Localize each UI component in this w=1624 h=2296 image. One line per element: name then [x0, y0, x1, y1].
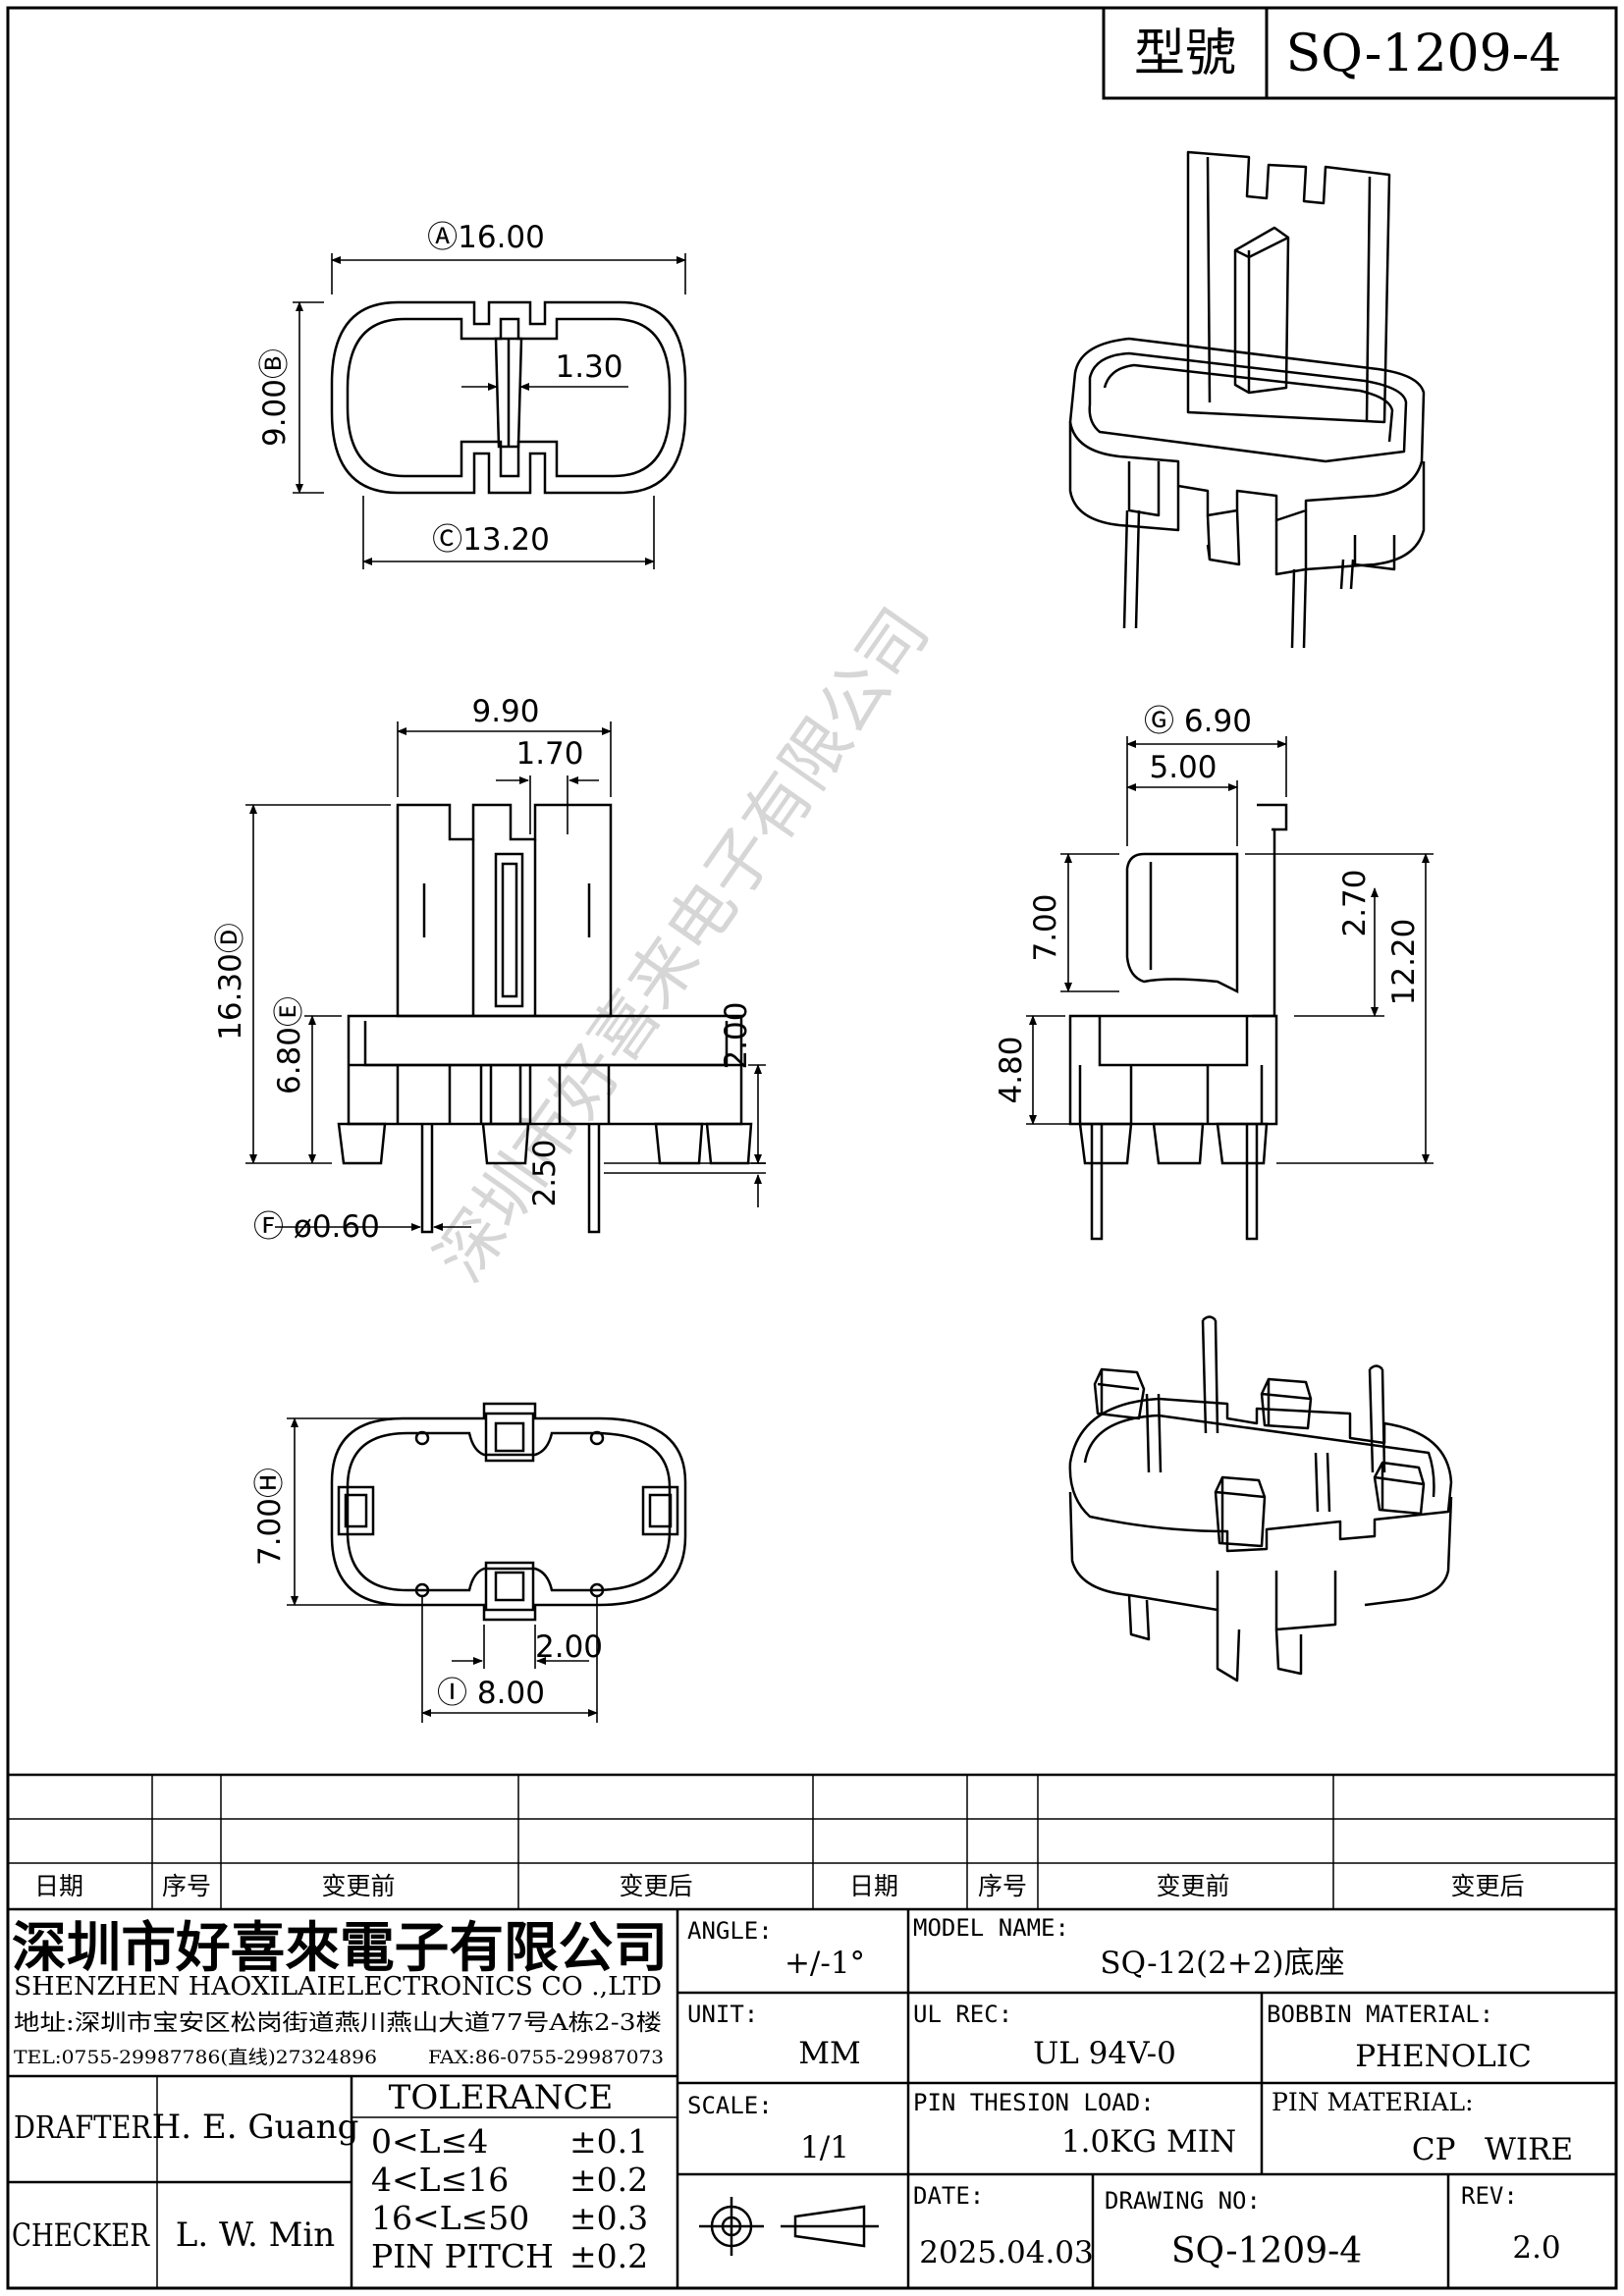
- rev-value: 2.0: [1512, 2230, 1560, 2266]
- tolerance-value: ±0.2: [569, 2237, 648, 2275]
- ul-label: UL REC:: [913, 2001, 1012, 2028]
- dim-1220: 12.20: [1386, 919, 1422, 1006]
- tolerance-value: ±0.2: [569, 2161, 648, 2199]
- title-block-grid: [8, 1909, 1616, 2288]
- tolerance-range: 0<L≤4: [371, 2122, 488, 2161]
- model-name-label: MODEL NAME:: [913, 1914, 1069, 1942]
- rev-header-seq-1: 序号: [162, 1872, 211, 1900]
- side-view-dims: [1026, 736, 1434, 1164]
- top-view-dims: [293, 253, 686, 569]
- pin-material-label: PIN MATERIAL:: [1272, 2088, 1474, 2116]
- dim-c: Ⓒ13.20: [432, 522, 550, 558]
- rev-header-after-2: 变更后: [1450, 1872, 1524, 1900]
- dim-i: Ⓘ 8.00: [437, 1676, 545, 1711]
- checker-label: CHECKER: [12, 2216, 150, 2254]
- company-fax: FAX:86-0755-29987073: [428, 2047, 664, 2068]
- iso-view-upper: [1068, 150, 1426, 649]
- dim-270: 2.70: [1337, 869, 1373, 936]
- dim-170: 1.70: [515, 736, 583, 772]
- rev-header-before-1: 变更前: [321, 1872, 395, 1900]
- tolerance-rows: 0<L≤4 ±0.1 4<L≤16 ±0.2 16<L≤50 ±0.3 PIN …: [371, 2122, 648, 2275]
- dim-500: 5.00: [1149, 750, 1217, 785]
- company-name-cn: 深圳市好喜來電子有限公司: [12, 1915, 668, 1979]
- rev-label: REV:: [1461, 2182, 1518, 2210]
- company-address: 地址:深圳市宝安区松岗街道燕川燕山大道77号A栋2-3楼: [14, 2010, 662, 2036]
- sheet-border: [6, 6, 1618, 2290]
- dim-pitch-200: 2.00: [535, 1629, 603, 1665]
- revision-table: [8, 1773, 1616, 1911]
- scale-value: 1/1: [800, 2130, 849, 2165]
- model-header: 型號 SQ-1209-4: [1102, 6, 1618, 100]
- dim-g: Ⓖ 6.90: [1144, 704, 1252, 739]
- bottom-view: [330, 1402, 687, 1622]
- tolerance-range: 16<L≤50: [371, 2199, 529, 2237]
- unit-value: MM: [798, 2036, 860, 2071]
- dim-h: 7.00Ⓗ: [252, 1468, 288, 1566]
- front-view-dims: [245, 721, 766, 1231]
- bobbin-material-label: BOBBIN MATERIAL:: [1267, 2001, 1493, 2028]
- dim-e: 6.80Ⓔ: [272, 996, 307, 1095]
- drawing-no-label: DRAWING NO:: [1105, 2187, 1261, 2215]
- tolerance-title: TOLERANCE: [389, 2078, 614, 2117]
- dim-slot: 1.30: [555, 349, 623, 385]
- rev-header-date-1: 日期: [34, 1872, 83, 1900]
- pin-tension-value: 1.0KG MIN: [1061, 2124, 1236, 2160]
- scale-label: SCALE:: [687, 2092, 773, 2119]
- dim-b: 9.00Ⓑ: [257, 348, 293, 447]
- pin-tension-label: PIN THESION LOAD:: [913, 2089, 1155, 2116]
- date-value: 2025.04.03: [919, 2235, 1094, 2270]
- front-view: [337, 803, 753, 1234]
- drafter-label: DRAFTER: [14, 2109, 152, 2146]
- bobbin-material-value: PHENOLIC: [1355, 2039, 1532, 2074]
- angle-value: +/-1°: [785, 1946, 865, 1981]
- dim-990: 9.90: [471, 694, 539, 729]
- rev-header-seq-2: 序号: [978, 1872, 1027, 1900]
- dim-200: 2.00: [719, 1001, 754, 1069]
- dim-f: Ⓕ ø0.60: [253, 1209, 380, 1245]
- pin-material-value: CP WIRE: [1412, 2132, 1573, 2167]
- rev-header-after-1: 变更后: [619, 1872, 692, 1900]
- side-view: [1068, 803, 1288, 1241]
- tolerance-range: PIN PITCH: [371, 2237, 554, 2275]
- dim-700-side: 7.00: [1028, 893, 1063, 961]
- date-label: DATE:: [913, 2182, 984, 2210]
- company-name-en: SHENZHEN HAOXILAIELECTRONICS CO .,LTD: [14, 1972, 662, 2002]
- model-header-value: SQ-1209-4: [1286, 25, 1562, 83]
- projection-symbol-icon: [699, 2197, 879, 2256]
- dim-a: Ⓐ16.00: [427, 220, 545, 255]
- tolerance-range: 4<L≤16: [371, 2161, 509, 2199]
- drawing-no-value: SQ-1209-4: [1171, 2231, 1362, 2271]
- bottom-view-dims: [287, 1417, 598, 1723]
- top-view: [330, 300, 687, 495]
- model-name-value: SQ-12(2+2)底座: [1100, 1946, 1344, 1981]
- company-tel: TEL:0755-29987786(直线)27324896: [14, 2047, 377, 2068]
- drafter-name: H. E. Guang: [152, 2108, 359, 2147]
- tolerance-value: ±0.1: [569, 2122, 648, 2161]
- ul-value: UL 94V-0: [1033, 2036, 1176, 2071]
- tolerance-value: ±0.3: [569, 2199, 648, 2237]
- dim-250: 2.50: [527, 1139, 563, 1206]
- dim-480: 4.80: [994, 1036, 1029, 1103]
- model-header-label: 型號: [1134, 25, 1236, 83]
- rev-header-before-2: 变更前: [1156, 1872, 1229, 1900]
- iso-view-lower: [1068, 1315, 1453, 1682]
- dim-d: 16.30Ⓓ: [213, 923, 248, 1041]
- angle-label: ANGLE:: [687, 1917, 773, 1945]
- rev-header-date-2: 日期: [849, 1872, 898, 1900]
- checker-name: L. W. Min: [176, 2216, 335, 2255]
- unit-label: UNIT:: [687, 2001, 758, 2028]
